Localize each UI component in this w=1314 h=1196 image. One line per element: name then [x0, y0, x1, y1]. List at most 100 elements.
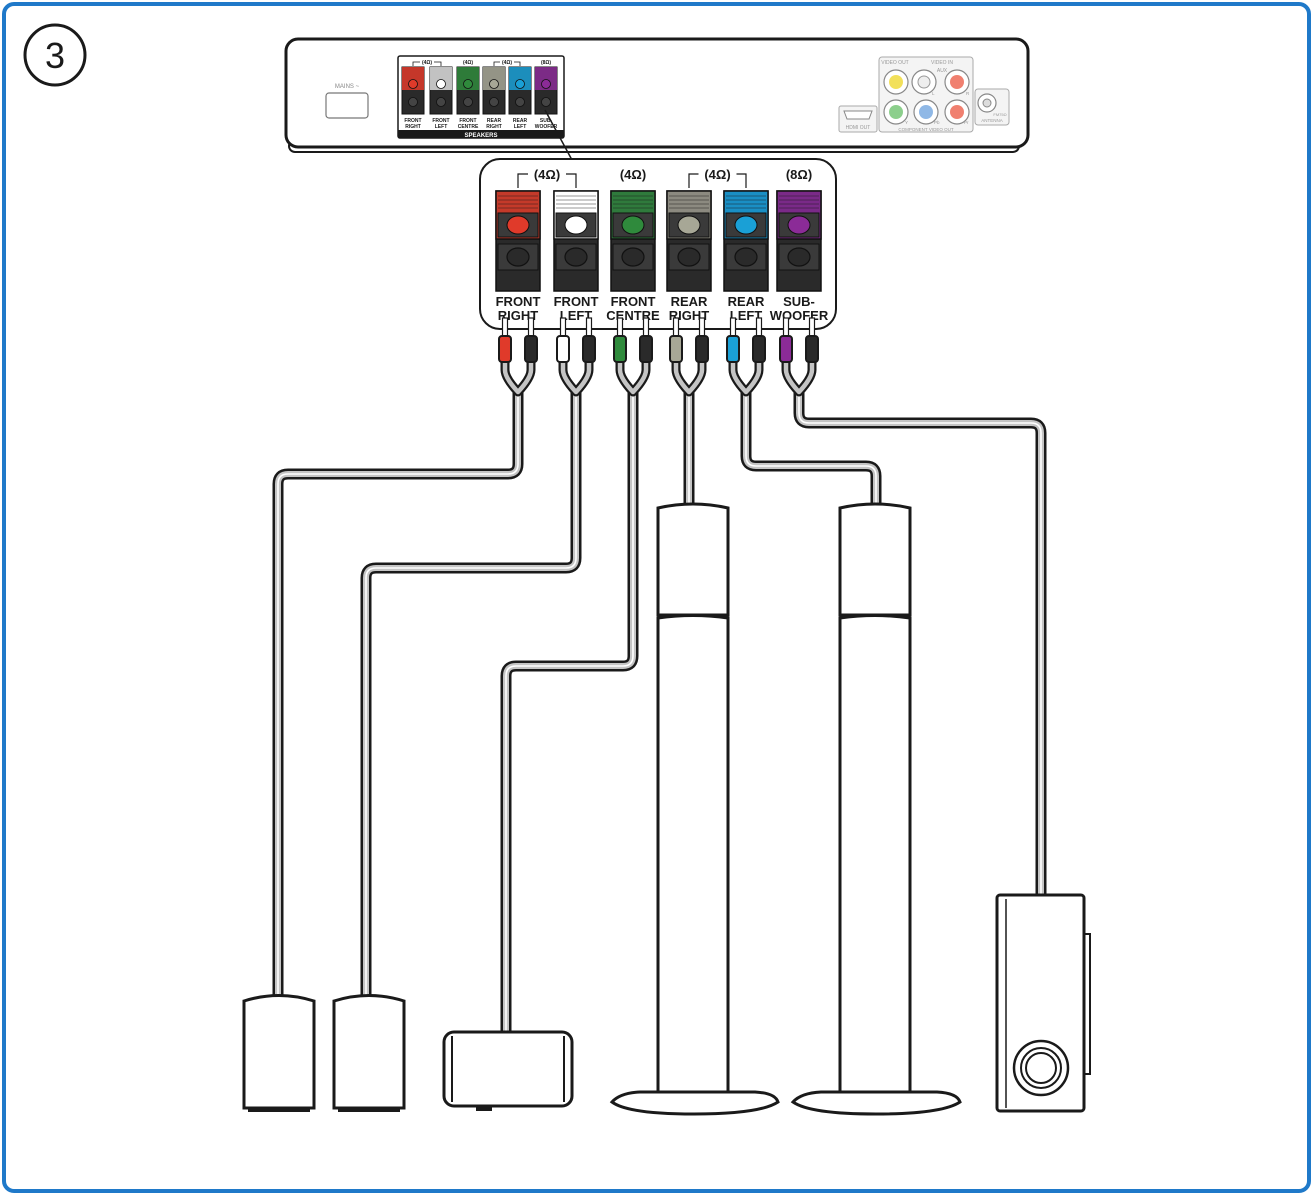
unit-terminal-3-band	[483, 67, 505, 90]
panel-impedance-label-2: (4Ω)	[704, 167, 730, 182]
unit-terminal-1-label-2: LEFT	[435, 124, 448, 130]
panel-terminal-5-neg-button	[787, 247, 811, 267]
panel-terminal-4-neg-button	[734, 247, 758, 267]
panel-terminal-5-pos-button	[787, 215, 811, 235]
panel-terminal-0-neg-button	[506, 247, 530, 267]
panel-terminal-4-pos-button	[734, 215, 758, 235]
centre-speaker	[442, 1030, 574, 1111]
panel-terminal-4-label-2: LEFT	[730, 308, 763, 323]
plug-pair-0	[498, 317, 538, 397]
front-left-speaker-body	[332, 994, 406, 1110]
component-pr-jack-color	[950, 105, 964, 119]
plug-4-positive	[726, 335, 740, 363]
unit-terminal-5-band	[535, 67, 557, 90]
jack-y-label: Y	[905, 120, 908, 125]
video-out-jack-color	[889, 75, 903, 89]
centre-speaker-body	[442, 1030, 574, 1108]
panel-impedance-bracket-2	[688, 173, 747, 188]
unit-terminal-1-dot	[436, 79, 446, 89]
unit-terminal-2-label-1: FRONT	[459, 118, 476, 124]
plug-0-split-core	[502, 359, 534, 395]
unit-terminal-5-dot	[541, 79, 551, 89]
unit-terminal-5-label-1: SUB-	[540, 118, 553, 124]
rear-left-speaker	[790, 502, 962, 1116]
step-number: 3	[45, 35, 65, 76]
unit-speakers-strip	[398, 130, 564, 138]
rear-right-speaker	[609, 502, 780, 1116]
unit-speakers-label: SPEAKERS	[464, 133, 497, 139]
front-right-speaker-foot	[248, 1108, 310, 1112]
cable-0-highlight	[277, 392, 519, 1000]
jack-pr-label: Pr	[964, 120, 969, 125]
zoom-leader-line	[544, 109, 573, 161]
rear-right-speaker-head	[656, 502, 730, 617]
component-label: COMPONENT VIDEO OUT	[898, 127, 953, 132]
jack-pb-label: Pb	[934, 120, 940, 125]
cable-4-highlight	[745, 392, 877, 503]
plug-1-split-core	[560, 359, 592, 395]
panel-terminal-1-label-2: LEFT	[560, 308, 593, 323]
panel-terminal-1-pos-button	[564, 215, 588, 235]
panel-impedance-label-0: (4Ω)	[534, 167, 560, 182]
unit-impedance-bracket-2	[493, 61, 521, 66]
unit-terminal-2-band	[457, 67, 479, 90]
speaker-plugs	[498, 317, 819, 397]
plug-4-split-core	[730, 359, 762, 395]
plug-4-negative	[752, 335, 766, 363]
panel-terminal-0-label-1: FRONT	[496, 294, 541, 309]
panel-terminal-3-pos-button	[677, 215, 701, 235]
plug-1-pin-1	[585, 317, 593, 337]
plug-pair-4	[726, 317, 766, 397]
panel-impedance-brackets: (4Ω)(4Ω)(4Ω)(8Ω)	[517, 167, 812, 188]
plug-2-split-core	[617, 359, 649, 395]
hdmi-label: HDMI OUT	[846, 125, 871, 131]
component-pb-jack-color	[919, 105, 933, 119]
unit-terminal-4-label-1: REAR	[513, 118, 528, 124]
cable-2-highlight	[505, 392, 634, 1032]
plug-5-pin-1	[808, 317, 816, 337]
jack-r-label: R	[966, 91, 970, 96]
unit-terminal-0-band	[402, 67, 424, 90]
rear-right-speaker-column	[656, 614, 730, 1096]
panel-terminal-1-neg-button	[564, 247, 588, 267]
unit-impedance-bracket-0	[412, 61, 442, 66]
cable-5-highlight	[798, 392, 1042, 895]
plug-2-pin-1	[642, 317, 650, 337]
plug-3-pin-0	[672, 317, 680, 337]
unit-terminal-2-dot-neg	[463, 97, 473, 107]
plug-pair-3	[669, 317, 709, 397]
rear-left-speaker-stand-base	[790, 1090, 962, 1116]
plug-0-positive	[498, 335, 512, 363]
unit-terminal-4-dot-neg	[515, 97, 525, 107]
plug-1-positive	[556, 335, 570, 363]
speaker-terminal-panel: (4Ω)(4Ω)(4Ω)(8Ω) FRONTRIGHTFRONTLEFTFRON…	[479, 158, 837, 330]
unit-terminal-0-label-1: FRONT	[404, 118, 421, 124]
jack-l-label: L	[932, 91, 935, 96]
plug-3-positive	[669, 335, 683, 363]
plug-2-negative	[639, 335, 653, 363]
plug-4-pin-0	[729, 317, 737, 337]
plug-3-pin-1	[698, 317, 706, 337]
plug-5-positive	[779, 335, 793, 363]
unit-terminal-3-dot	[489, 79, 499, 89]
plug-2-pin-0	[616, 317, 624, 337]
video-in-label: VIDEO IN	[931, 60, 953, 66]
plug-2-positive	[613, 335, 627, 363]
panel-terminal-3-label-1: REAR	[671, 294, 708, 309]
panel-impedance-label-3: (8Ω)	[786, 167, 812, 182]
video-out-label: VIDEO OUT	[881, 60, 909, 66]
unit-terminal-2-dot	[463, 79, 473, 89]
speaker-cables	[272, 392, 1047, 1032]
plug-pair-2	[613, 317, 653, 397]
unit-terminal-1-label-1: FRONT	[432, 118, 449, 124]
unit-terminal-4-dot	[515, 79, 525, 89]
unit-terminals: FRONTRIGHTFRONTLEFTFRONTCENTREREARRIGHTR…	[401, 66, 558, 130]
unit-terminal-3-dot-neg	[489, 97, 499, 107]
plug-5-negative	[805, 335, 819, 363]
